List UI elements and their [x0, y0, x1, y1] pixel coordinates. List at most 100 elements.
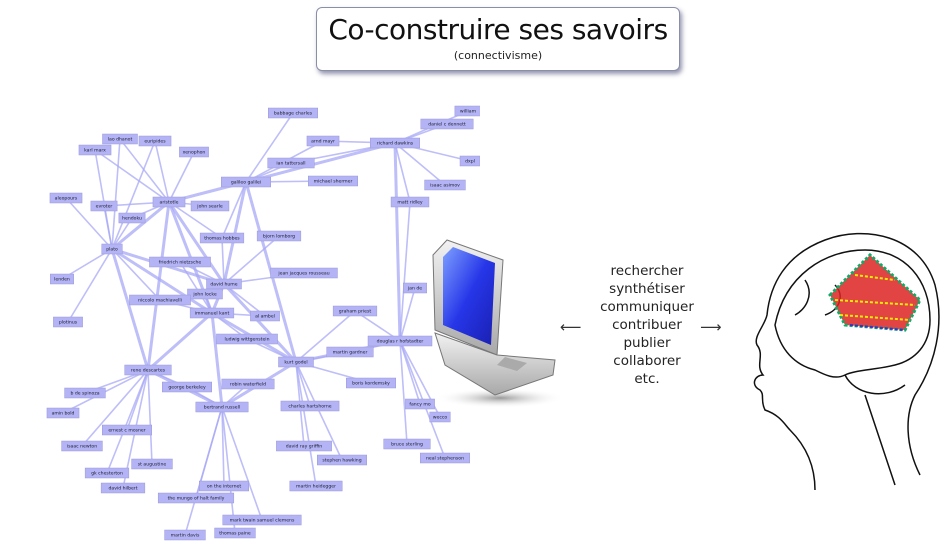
- network-node-box: [390, 196, 430, 208]
- network-node-box: [162, 381, 212, 393]
- network-node-box: [102, 424, 152, 436]
- network-node-label: thomas paine: [219, 531, 251, 537]
- network-node: arnd mayr: [306, 135, 340, 147]
- network-node: martin gardner: [326, 346, 374, 358]
- network-edge: [221, 406, 225, 487]
- network-node: lao dhanot: [102, 133, 138, 145]
- network-node-box: [383, 438, 431, 450]
- network-node: david hilbert: [100, 482, 146, 494]
- network-node-box: [459, 155, 480, 167]
- network-node-box: [308, 175, 358, 187]
- network-node-label: douglas r hofstadter: [377, 339, 424, 345]
- network-edge: [399, 340, 408, 445]
- network-node-label: xenophon: [183, 150, 206, 156]
- network-node: douglas r hofstadter: [367, 335, 433, 347]
- network-edge: [223, 235, 280, 285]
- network-node-label: arnd mayr: [311, 139, 335, 145]
- network-node-box: [49, 192, 83, 204]
- network-node-box: [367, 335, 433, 347]
- network-edge: [111, 247, 213, 315]
- network-node-box: [268, 107, 318, 119]
- network-node-box: [332, 305, 378, 317]
- network-node-box: [424, 179, 466, 191]
- network-node-label: bertrand russell: [204, 405, 240, 411]
- network-node-box: [84, 467, 130, 479]
- network-node-label: hendoku: [122, 216, 142, 222]
- network-node-box: [214, 527, 256, 539]
- network-node-label: martin heidegger: [296, 484, 336, 490]
- network-node-box: [189, 307, 235, 319]
- network-edge: [393, 142, 402, 342]
- network-node: friedrich nietzsche: [149, 256, 211, 268]
- network-node: david hume: [206, 278, 242, 290]
- network-edge: [94, 149, 170, 203]
- network-edge: [146, 201, 171, 371]
- network-node: ian tattersall: [267, 157, 315, 169]
- network-node-box: [280, 400, 340, 412]
- network-node-label: friedrich nietzsche: [159, 260, 202, 266]
- network-node-label: gk chesterton: [91, 471, 123, 477]
- network-node-label: jean jacques rousseau: [277, 271, 329, 277]
- network-edge: [179, 261, 213, 314]
- network-node-box: [221, 176, 271, 188]
- network-node-box: [420, 118, 474, 130]
- network-node-label: amin bold: [52, 411, 75, 417]
- network-node-label: ian tattersall: [276, 161, 305, 167]
- network-node-label: aristotle: [160, 200, 179, 206]
- network-node: karl marx: [78, 144, 112, 156]
- network-node: richard dawkins: [370, 137, 420, 149]
- network-edge: [399, 287, 416, 342]
- network-edge: [399, 201, 411, 342]
- network-node: aristotle: [152, 196, 186, 208]
- network-node-label: the mungo of halt family: [168, 496, 225, 502]
- network-edge: [394, 142, 411, 203]
- network-node-box: [90, 200, 118, 212]
- network-node-box: [149, 256, 211, 268]
- network-edge: [221, 181, 247, 239]
- network-node: ludwig wittgenstein: [216, 333, 278, 345]
- network-edge: [221, 406, 263, 521]
- network-node-box: [420, 452, 470, 464]
- network-node: wecco: [429, 411, 451, 423]
- network-node: rene descartes: [124, 364, 172, 376]
- network-node: xenophon: [179, 146, 209, 158]
- network-edge: [110, 248, 150, 371]
- network-node-label: john locke: [192, 292, 216, 298]
- network-node: neal stephenson: [420, 452, 470, 464]
- network-node: niccolo machiavelli: [129, 294, 191, 306]
- network-node: isaac asimov: [424, 179, 466, 191]
- network-node-label: michael shermer: [314, 179, 353, 185]
- slide-title: Co-construire ses savoirs: [328, 13, 668, 46]
- network-node-box: [179, 146, 209, 158]
- network-node: thomas paine: [214, 527, 256, 539]
- network-edge: [154, 140, 170, 203]
- network-edge: [295, 361, 317, 487]
- action-item: collaborer: [613, 353, 681, 369]
- network-node-label: neal stephenson: [426, 456, 464, 462]
- network-node: the mungo of halt family: [157, 492, 235, 504]
- actions-list: rechercher synthétiser communiquer contr…: [592, 262, 702, 388]
- slide-subtitle: (connectivisme): [453, 49, 543, 62]
- network-node-box: [157, 492, 235, 504]
- network-node: euripides: [138, 135, 172, 147]
- network-node-box: [100, 482, 146, 494]
- network-edge: [168, 201, 223, 239]
- action-item: rechercher: [610, 263, 684, 279]
- network-node: thomas hobbes: [199, 232, 245, 244]
- network-node-label: jan de: [407, 286, 422, 292]
- network-node-box: [101, 243, 123, 255]
- arrow-right-icon: ⟶: [700, 318, 722, 336]
- network-node: st augustine: [131, 458, 173, 470]
- network-node-label: graham priest: [339, 309, 372, 315]
- network-node-box: [346, 377, 396, 389]
- network-node-label: isaac newton: [67, 444, 97, 450]
- network-node-label: rene descartes: [131, 368, 166, 374]
- network-node: michael shermer: [308, 175, 358, 187]
- network-node: galileo galilei: [221, 176, 271, 188]
- network-edge: [184, 406, 223, 536]
- network-edge: [111, 200, 170, 251]
- arrow-left-icon: ⟵: [560, 318, 582, 336]
- network-node: bruce sterling: [383, 438, 431, 450]
- network-node: bjorn lomborg: [256, 230, 302, 242]
